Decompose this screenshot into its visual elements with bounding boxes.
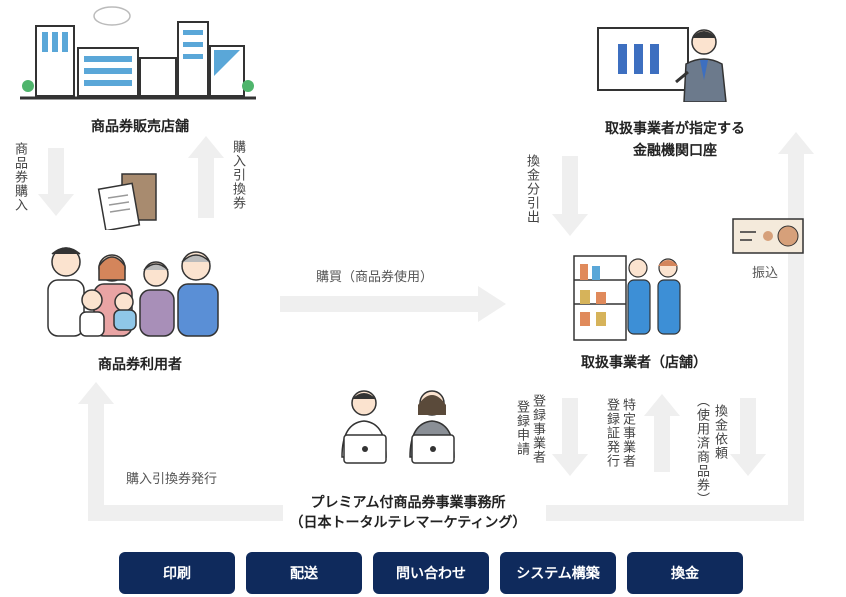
arrow-shaft-issue-v — [88, 402, 104, 521]
arrow-shaft-withdraw — [562, 156, 578, 216]
arrow-label-register-apply: 登録申請 — [514, 400, 529, 456]
arrow-label-cert-issue-2: 登録証発行 — [604, 398, 619, 468]
arrow-shaft-transfer-h — [546, 505, 804, 521]
service-exchange: 換金 — [627, 552, 743, 594]
arrow-label-buy-use: 購買（商品券使用） — [316, 270, 434, 285]
node-users: 商品券利用者 — [98, 357, 182, 373]
arrow-shaft-issue-h — [88, 505, 283, 521]
family-users-icon — [47, 247, 219, 337]
arrow-label-purchase-ticket: 購入引換券 — [230, 140, 245, 210]
arrow-shaft-buy — [280, 296, 480, 312]
arrow-head-up — [78, 382, 114, 404]
office-staff-icon — [341, 390, 455, 464]
arrow-label-cert-issue: 特定事業者 — [620, 398, 635, 468]
service-inquiry: 問い合わせ — [373, 552, 489, 594]
node-bank-line2: 金融機関口座 — [633, 143, 717, 159]
arrow-shaft-transfer-v — [788, 152, 804, 521]
document-envelope-icon — [97, 173, 157, 230]
arrow-label-issue-ticket: 購入引換券発行 — [126, 472, 218, 487]
arrow-head-down — [730, 454, 766, 476]
node-sales-store: 商品券販売店舗 — [91, 119, 189, 135]
arrow-head-right — [478, 286, 506, 322]
node-bank: 取扱事業者が指定する — [605, 121, 745, 137]
arrow-shaft-purchase — [48, 148, 64, 196]
arrow-shaft-cert — [654, 416, 670, 472]
banknote-icon — [732, 218, 804, 254]
arrow-label-transfer: 振込 — [752, 266, 779, 281]
arrow-head-down — [552, 454, 588, 476]
arrow-label-withdraw: 換金分引出 — [524, 154, 539, 224]
service-system: システム構築 — [500, 552, 616, 594]
node-merchant: 取扱事業者（店舗） — [581, 355, 707, 371]
arrow-label-exchange-request-2: （使用済商品券） — [694, 394, 709, 506]
presenter-board-icon — [597, 27, 727, 102]
arrow-shaft-register — [562, 398, 578, 456]
arrow-head-up — [188, 136, 224, 158]
shop-staff-icon — [573, 255, 681, 341]
arrow-head-up — [778, 132, 814, 154]
city-buildings-icon — [20, 6, 256, 100]
service-delivery: 配送 — [246, 552, 362, 594]
node-office: プレミアム付商品券事業事務所 — [310, 495, 506, 511]
arrow-shaft-ticket — [198, 158, 214, 218]
arrow-head-down — [38, 194, 74, 216]
arrow-head-down — [552, 214, 588, 236]
arrow-label-exchange-request: 換金依頼 — [712, 404, 727, 460]
node-office-line2: （日本トータルテレマーケティング） — [289, 515, 527, 531]
arrow-label-purchase-voucher: 商品券購入 — [12, 142, 27, 212]
service-print: 印刷 — [119, 552, 235, 594]
arrow-label-register-apply-2: 登録事業者 — [530, 394, 545, 464]
arrow-head-up — [644, 394, 680, 416]
arrow-shaft-exchange — [740, 398, 756, 456]
